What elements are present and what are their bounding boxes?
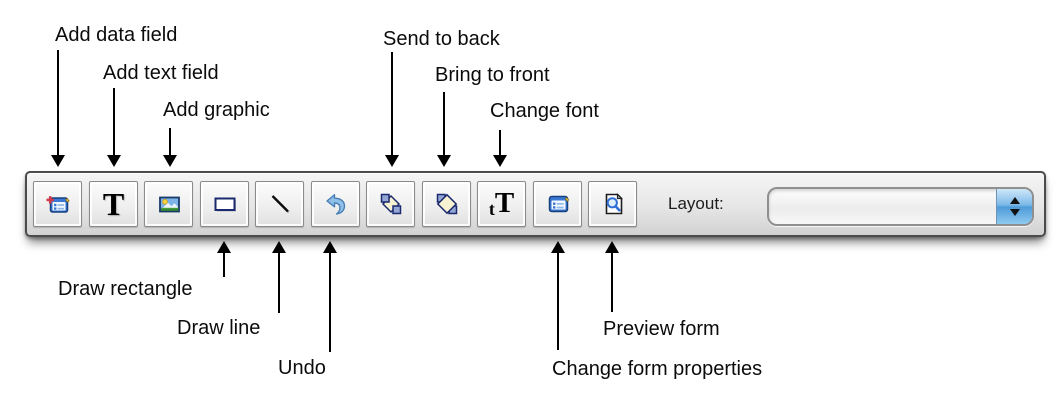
add-graphic-icon — [158, 196, 180, 213]
callout-add-graphic: Add graphic — [163, 99, 270, 121]
add-text-field-icon: T — [102, 186, 125, 222]
arrow-preview-form — [605, 241, 619, 312]
arrow-add-data-field — [51, 50, 65, 167]
layout-dropdown[interactable] — [767, 187, 1034, 226]
add-data-field-button[interactable] — [33, 181, 82, 227]
form-editor-toolbar: T — [25, 171, 1046, 237]
undo-icon — [325, 194, 345, 215]
arrow-add-graphic — [163, 128, 177, 167]
preview-form-button[interactable] — [588, 181, 637, 227]
arrow-change-form-properties — [551, 241, 565, 350]
draw-line-icon — [271, 195, 290, 214]
change-form-properties-icon — [548, 195, 569, 213]
arrow-change-font — [493, 130, 507, 167]
callout-change-font: Change font — [490, 100, 599, 122]
draw-rectangle-icon — [214, 197, 236, 212]
stepper-up-arrow-icon — [1009, 197, 1020, 204]
send-to-back-button[interactable] — [366, 181, 415, 227]
callout-preview-form: Preview form — [603, 318, 720, 340]
draw-line-button[interactable] — [255, 181, 304, 227]
arrow-draw-rectangle — [217, 241, 231, 277]
callout-undo: Undo — [278, 357, 326, 379]
layout-label: Layout: — [668, 194, 724, 213]
callout-bring-to-front: Bring to front — [435, 64, 550, 86]
callout-draw-line: Draw line — [177, 317, 261, 339]
preview-form-icon — [605, 193, 623, 215]
add-text-field-button[interactable]: T — [89, 181, 138, 227]
arrow-undo — [323, 241, 337, 352]
draw-rectangle-button[interactable] — [200, 181, 249, 227]
add-graphic-button[interactable] — [144, 181, 193, 227]
callout-change-form-properties: Change form properties — [552, 358, 763, 380]
callout-add-data-field: Add data field — [55, 24, 178, 46]
bring-to-front-button[interactable] — [422, 181, 471, 227]
callout-draw-rectangle: Draw rectangle — [58, 278, 193, 300]
send-to-back-icon — [380, 193, 401, 215]
change-form-properties-button[interactable] — [533, 181, 582, 227]
bring-to-front-icon — [436, 193, 457, 215]
arrow-bring-to-front — [437, 92, 451, 167]
undo-button[interactable] — [311, 181, 360, 227]
arrow-draw-line — [272, 241, 286, 313]
stepper-down-arrow-icon — [1009, 209, 1020, 216]
add-data-field-icon — [46, 196, 70, 213]
arrow-send-to-back — [385, 52, 399, 167]
callout-send-to-back: Send to back — [383, 28, 500, 50]
arrow-add-text-field — [107, 88, 121, 167]
callout-add-text-field: Add text field — [103, 62, 219, 84]
layout-dropdown-stepper[interactable] — [996, 189, 1032, 224]
